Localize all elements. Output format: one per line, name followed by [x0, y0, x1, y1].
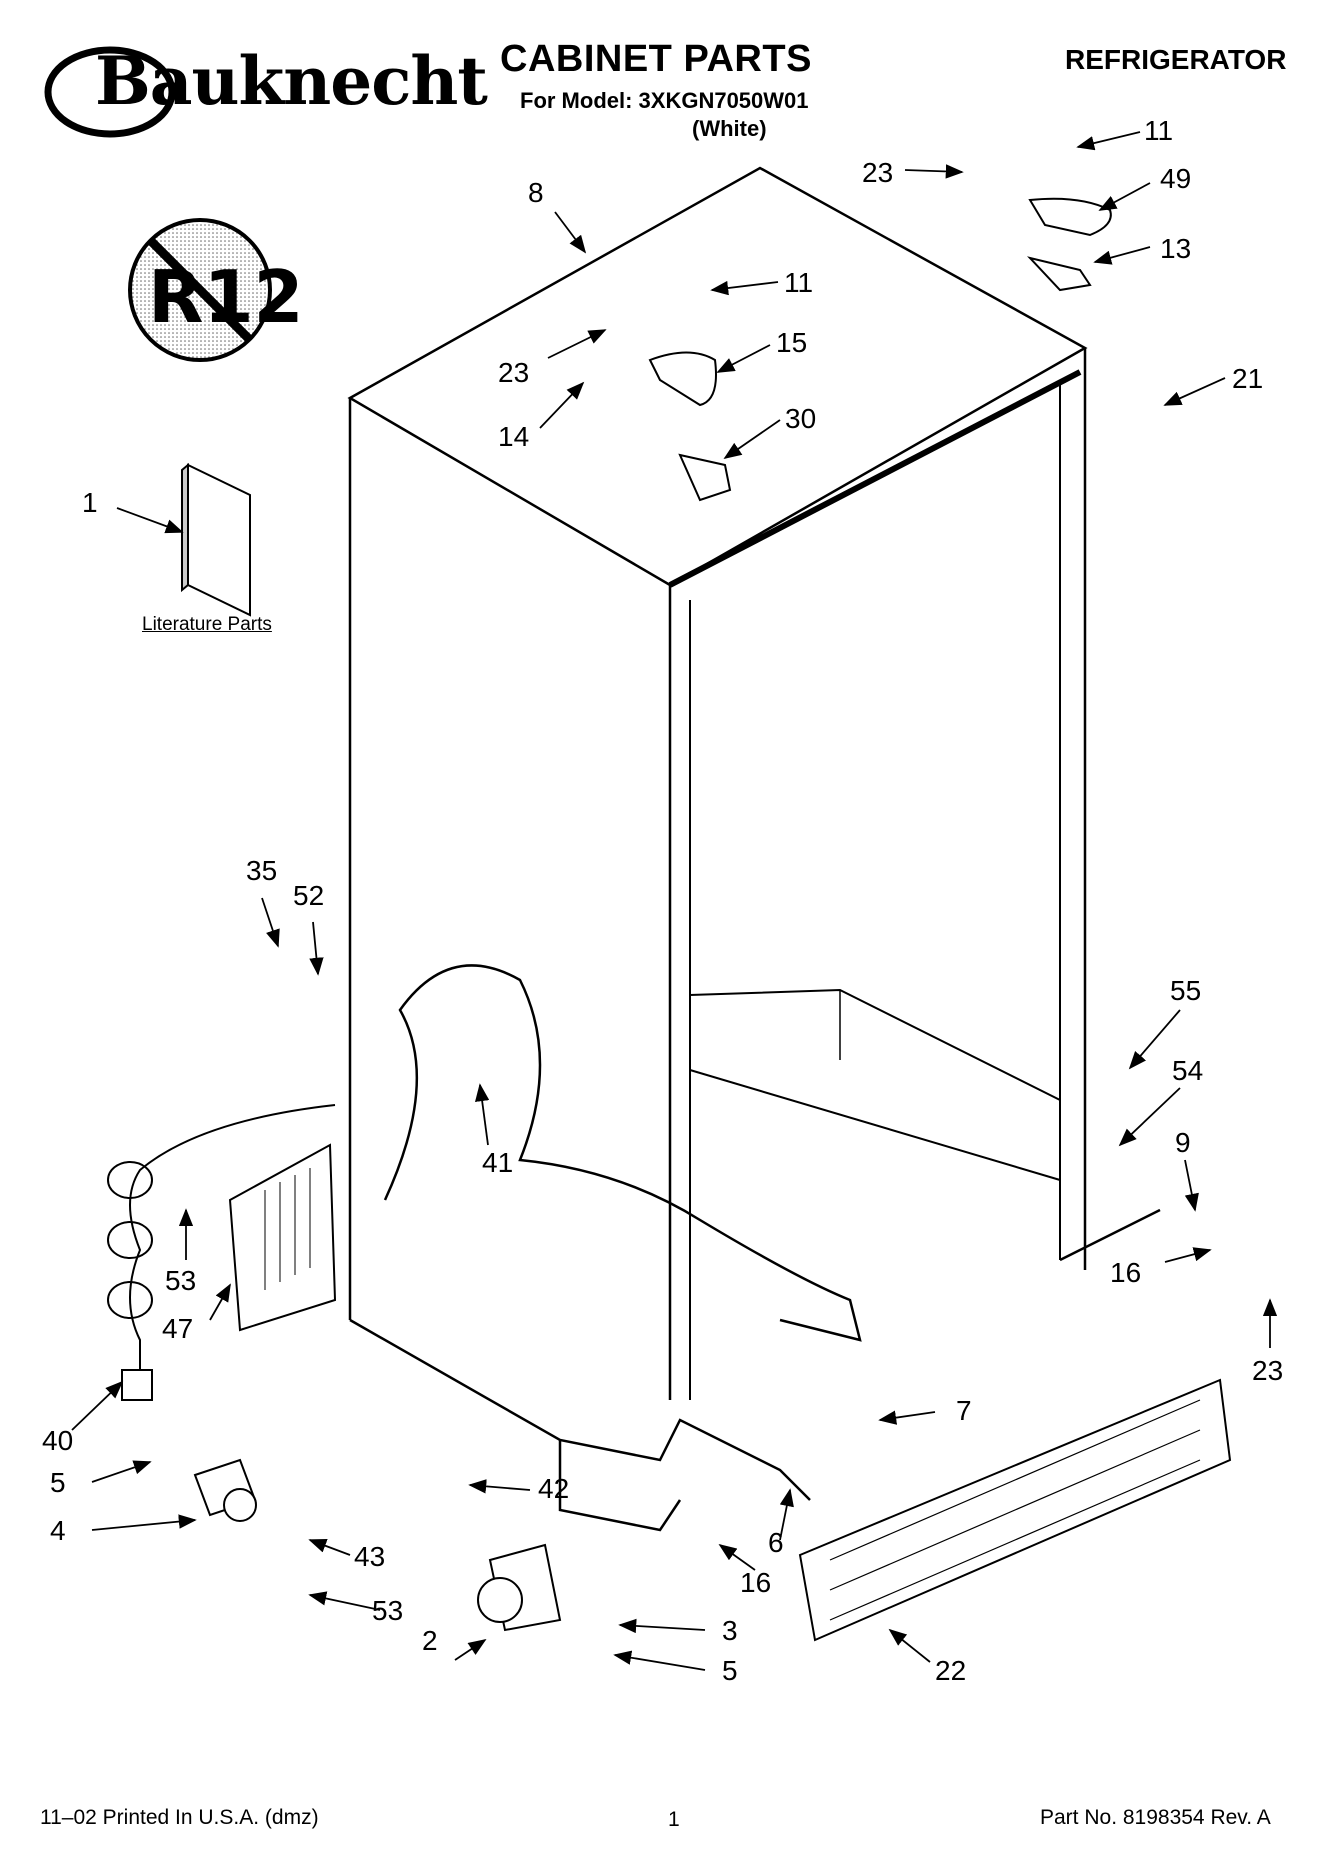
callout-labels: 8 23 11 49 13 11 15 23 14 30 21 1 35 52 … — [42, 115, 1283, 1686]
literature-booklet — [181, 462, 251, 617]
cabinet-body — [347, 166, 1161, 1532]
callout-30: 30 — [785, 403, 816, 434]
callout-21: 21 — [1232, 363, 1263, 394]
logo-swoosh-icon — [44, 46, 176, 138]
literature-parts-label: Literature Parts — [142, 614, 272, 635]
callout-7: 7 — [956, 1395, 972, 1426]
callout-3: 3 — [722, 1615, 738, 1646]
page-title: CABINET PARTS — [500, 38, 812, 80]
callout-42: 42 — [538, 1473, 569, 1504]
callout-1: 1 — [82, 487, 98, 518]
callout-49: 49 — [1160, 163, 1191, 194]
callout-35: 35 — [246, 855, 277, 886]
footer-page-number: 1 — [668, 1808, 680, 1831]
callout-23: 23 — [862, 157, 893, 188]
top-hinge-right — [1026, 197, 1112, 292]
brand-logo: Bauknecht — [40, 40, 488, 140]
brand-name: Bauknecht — [95, 42, 488, 120]
callout-2: 2 — [422, 1625, 438, 1656]
callout-6: 6 — [768, 1527, 784, 1558]
callout-13: 13 — [1160, 233, 1191, 264]
category-label: REFRIGERATOR — [1065, 44, 1287, 75]
callout-23c: 23 — [1252, 1355, 1283, 1386]
callout-54: 54 — [1172, 1055, 1203, 1086]
callout-53: 53 — [165, 1265, 196, 1296]
callout-8: 8 — [528, 177, 544, 208]
callout-11b: 11 — [784, 267, 813, 298]
toe-grille — [798, 1378, 1232, 1642]
callout-4: 4 — [50, 1515, 66, 1546]
callout-5b: 5 — [722, 1655, 738, 1686]
callout-47: 47 — [162, 1313, 193, 1344]
callout-53b: 53 — [372, 1595, 403, 1626]
no-r12-icon: R12 — [128, 218, 304, 362]
callout-11: 11 — [1144, 115, 1173, 146]
callout-23b: 23 — [498, 357, 529, 388]
callout-9: 9 — [1175, 1127, 1191, 1158]
callout-16b: 16 — [740, 1567, 771, 1598]
power-cord — [107, 1104, 336, 1401]
control-box — [228, 1143, 337, 1332]
callout-14: 14 — [498, 421, 529, 452]
callout-43: 43 — [354, 1541, 385, 1572]
footer-printed: 11–02 Printed In U.S.A. (dmz) — [40, 1806, 319, 1829]
callout-55: 55 — [1170, 975, 1201, 1006]
callout-52: 52 — [293, 880, 324, 911]
callout-41: 41 — [482, 1147, 513, 1178]
front-roller — [477, 1543, 562, 1632]
callout-15: 15 — [776, 327, 807, 358]
color-line: (White) — [692, 116, 767, 141]
footer-part-number: Part No. 8198354 Rev. A — [1040, 1806, 1271, 1829]
callout-40: 40 — [42, 1425, 73, 1456]
top-hinge-left — [648, 351, 732, 502]
callout-22: 22 — [935, 1655, 966, 1686]
leader-lines — [71, 131, 1278, 1671]
callout-16: 16 — [1110, 1257, 1141, 1288]
rear-roller — [193, 1458, 257, 1522]
model-line: For Model: 3XKGN7050W01 — [520, 88, 809, 113]
callout-5: 5 — [50, 1467, 66, 1498]
